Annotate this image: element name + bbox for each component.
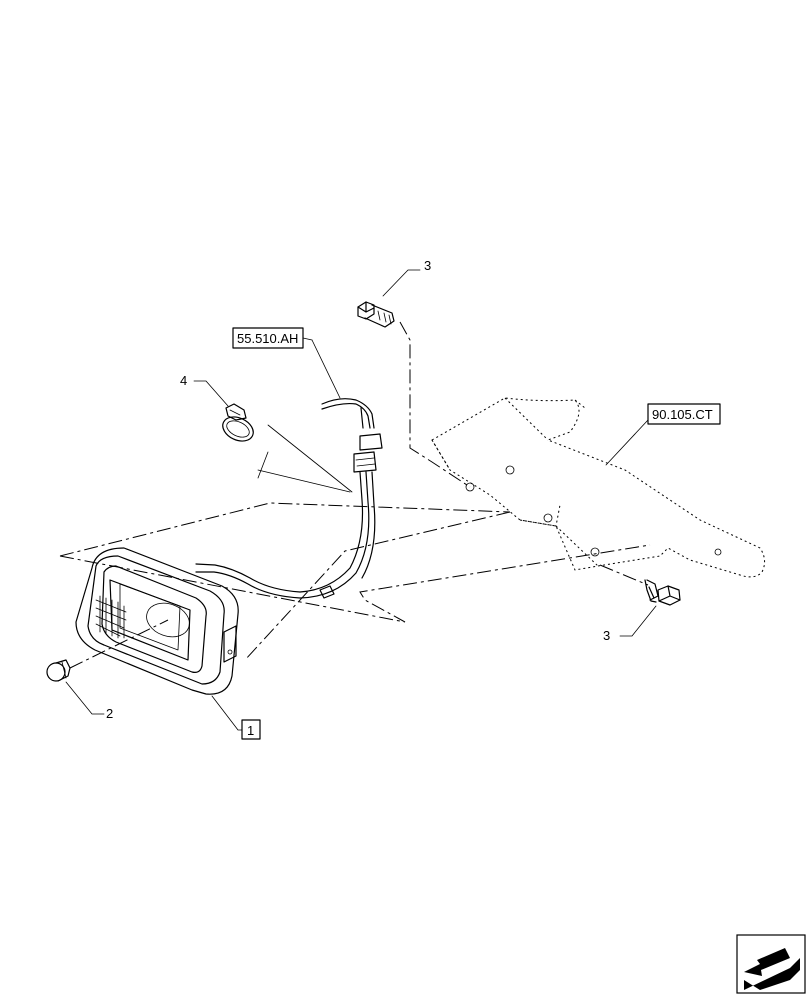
callout-box-1 [241, 719, 261, 740]
bulb-centerline [69, 619, 169, 669]
callout-harness[interactable]: 55.510.AH [232, 327, 313, 349]
bolt-top-centerline [399, 321, 471, 488]
cable-clip [222, 403, 254, 442]
callout-4: 4 [180, 373, 229, 407]
callout-label-1: 1 [247, 723, 254, 738]
callout-label-4: 4 [180, 373, 187, 388]
harness-ref-label[interactable]: 55.510.AH [237, 331, 298, 346]
callout-2: 2 [65, 681, 113, 721]
callout-bracket[interactable]: 90.105.CT [605, 403, 721, 466]
wiring-harness [195, 398, 383, 599]
bracket-ref-label[interactable]: 90.105.CT [652, 407, 713, 422]
bolt-bottom [644, 579, 681, 606]
callout-label-3-bottom: 3 [603, 628, 610, 643]
lamp-bulb [46, 659, 71, 682]
arrow-icon[interactable] [736, 934, 806, 994]
callout-label-3-top: 3 [424, 258, 431, 273]
assembly-outline [59, 502, 651, 661]
callout-1: 1 [211, 695, 261, 740]
mounting-bracket [431, 397, 766, 578]
harness-ref-leader [311, 339, 341, 399]
bolt-top [357, 301, 395, 328]
harness-break-lines [257, 424, 353, 493]
callout-3-top: 3 [382, 258, 431, 297]
work-lamp [75, 547, 239, 695]
callout-3-bottom: 3 [603, 605, 657, 643]
bracket-ref-box[interactable] [647, 403, 721, 425]
bolt-bottom-centerline [599, 564, 649, 586]
callout-label-2: 2 [106, 706, 113, 721]
